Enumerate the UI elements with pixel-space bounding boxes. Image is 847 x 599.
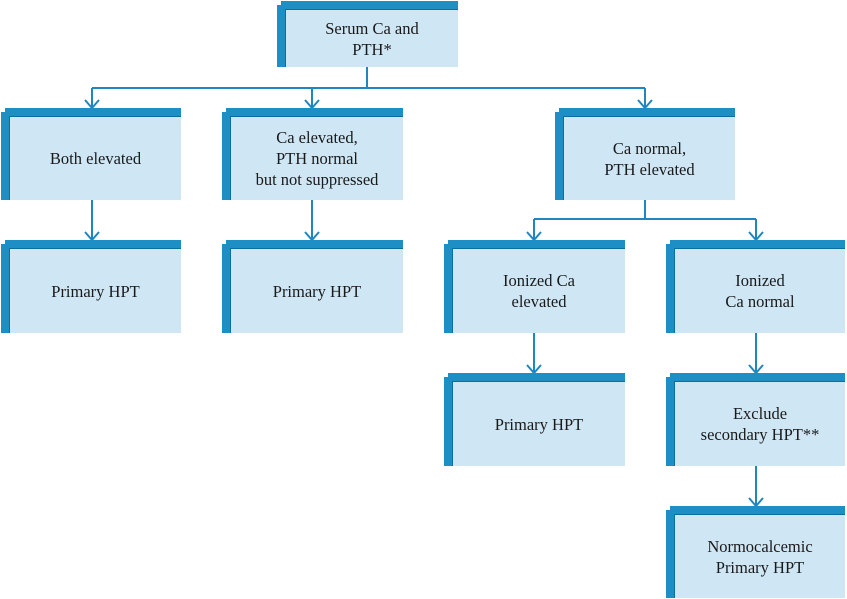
node-label-line: PTH normal bbox=[275, 149, 359, 168]
node-label-line: Primary HPT bbox=[494, 414, 584, 434]
node-label-line: Normocalcemic bbox=[707, 536, 813, 556]
node-exclude-secondary-hpt: Exclude secondary HPT** bbox=[666, 373, 845, 466]
node-label-line: Primary HPT bbox=[715, 557, 805, 577]
node-label-line: Both elevated bbox=[49, 149, 142, 168]
node-label-line: Ca normal bbox=[725, 292, 795, 311]
node-label-line: PTH* bbox=[352, 39, 392, 59]
node-label-line: Exclude bbox=[732, 404, 788, 423]
node-ionized-ca-elevated: Ionized Ca elevated bbox=[444, 240, 625, 333]
node-label-line: Ionized Ca bbox=[503, 271, 575, 290]
node-primary-hpt-2: Primary HPT bbox=[222, 240, 403, 333]
node-ca-normal-pth-elevated: Ca normal, PTH elevated bbox=[555, 108, 735, 200]
node-primary-hpt-3: Primary HPT bbox=[444, 373, 625, 466]
node-label-line: Primary HPT bbox=[51, 281, 140, 301]
node-label-line: Ionized bbox=[735, 271, 785, 290]
node-both-elevated: Both elevated bbox=[1, 108, 181, 200]
node-label-line: Ca normal, bbox=[612, 138, 687, 158]
node-primary-hpt-1: Primary HPT bbox=[1, 240, 181, 333]
node-label-line: elevated bbox=[511, 292, 567, 311]
node-label-line: but not suppressed bbox=[255, 170, 379, 189]
node-normocalcemic-primary-hpt: Normocalcemic Primary HPT bbox=[666, 506, 845, 598]
node-ionized-ca-normal: Ionized Ca normal bbox=[666, 240, 845, 333]
node-label-line: secondary HPT** bbox=[700, 425, 820, 444]
node-ca-elevated-pth-normal: Ca elevated, PTH normal but not suppress… bbox=[222, 108, 403, 200]
node-serum-ca-pth: Serum Ca and PTH* bbox=[277, 1, 458, 67]
node-label-line: Ca elevated, bbox=[276, 128, 358, 147]
node-label-line: Primary HPT bbox=[272, 281, 362, 301]
node-label-line: Serum Ca and bbox=[325, 18, 419, 38]
node-label-line: PTH elevated bbox=[604, 159, 695, 179]
